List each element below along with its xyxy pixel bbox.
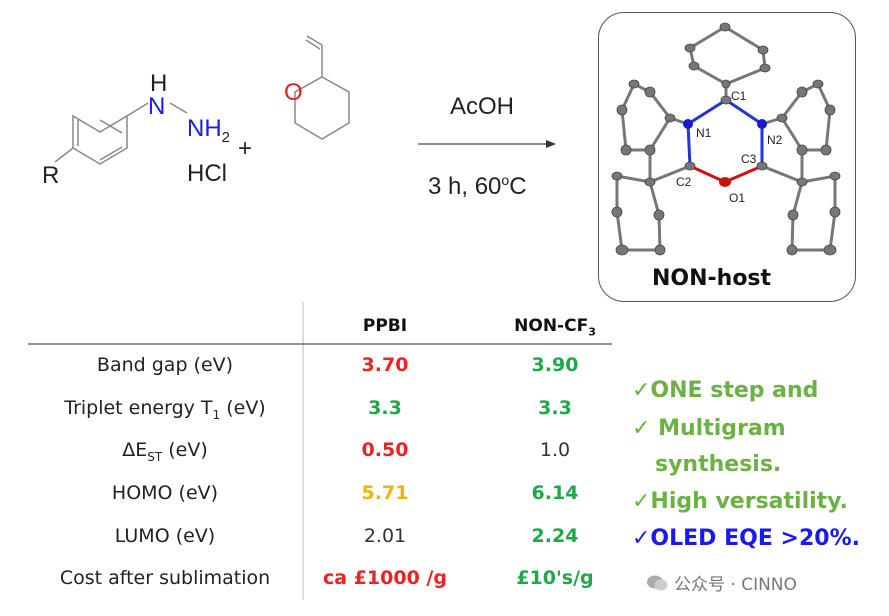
header-ppbi: PPBI — [362, 316, 408, 336]
checklist-item: ✓ONE step and — [632, 378, 819, 403]
cell-non-cf3: 3.90 — [531, 354, 579, 376]
row-label: LUMO (eV) — [30, 525, 300, 547]
nh2-n: NH — [187, 115, 222, 142]
row-label: Band gap (eV) — [30, 354, 300, 376]
hcl-label: HCl — [187, 160, 227, 187]
header-non-cf3-text: NON-CF — [514, 316, 589, 336]
atom-label-n2: N2 — [767, 133, 783, 147]
cell-ppbi: 2.01 — [363, 525, 407, 547]
atom-label-c3: C3 — [741, 152, 757, 166]
cell-non-cf3: 3.3 — [538, 397, 572, 419]
row-label-text: ΔE — [122, 439, 148, 461]
nitrogen-label: N — [148, 93, 166, 120]
conditions-text: 3 h, 60 — [428, 173, 502, 200]
header-non-cf3: NON-CF3 — [480, 316, 630, 338]
cell-non-cf3: 6.14 — [531, 482, 579, 504]
row-label-sub: ST — [147, 449, 163, 464]
nh2-subscript: 2 — [221, 128, 231, 146]
atom-label-c2: C2 — [676, 175, 692, 189]
structure-title: NON-host — [652, 266, 772, 291]
degree-sign: o — [501, 172, 510, 188]
conditions-unit: C — [509, 173, 527, 200]
cell-ppbi: 3.70 — [361, 354, 409, 376]
row-label-text: Cost after sublimation — [59, 567, 271, 589]
cell-ppbi: 3.3 — [368, 397, 402, 419]
conditions-reagent: AcOH — [450, 93, 515, 120]
reaction-arrow — [418, 140, 556, 148]
cell-ppbi: ca £1000 /g — [323, 567, 447, 589]
structure-panel — [598, 12, 856, 302]
cell-non-cf3: 2.24 — [531, 525, 579, 547]
row-label: Cost after sublimation — [30, 567, 300, 589]
wechat-icon — [647, 575, 668, 590]
benzene-ring — [54, 102, 188, 165]
hydrogen-label: H — [150, 70, 168, 97]
cyclohexane-ring — [294, 35, 350, 140]
conditions-time-temp: 3 h, 60oC — [428, 172, 527, 201]
oxygen-label: O — [284, 79, 303, 106]
row-label: HOMO (eV) — [30, 482, 300, 504]
row-label-text: Band gap (eV) — [96, 354, 234, 376]
row-label-tail: (eV) — [220, 397, 266, 419]
row-label-text: LUMO (eV) — [114, 525, 216, 547]
row-label-sub: 1 — [212, 407, 221, 422]
checklist-item: ✓High versatility. — [632, 489, 848, 514]
atom-label-n1: N1 — [696, 126, 712, 140]
watermark-text: 公众号 · CINNO — [674, 575, 797, 595]
row-label: ΔEST (eV) — [30, 439, 300, 464]
plus-sign: + — [238, 135, 253, 162]
row-label-tail: (eV) — [162, 439, 208, 461]
row-label-text: Triplet energy T — [64, 397, 213, 419]
nh2-label: NH2 — [187, 115, 230, 146]
row-label: Triplet energy T1 (eV) — [30, 397, 300, 422]
cell-non-cf3: £10's/g — [516, 567, 594, 589]
checklist-item: ✓OLED EQE >20%. — [632, 526, 860, 551]
cell-non-cf3: 1.0 — [539, 439, 571, 461]
cell-ppbi: 0.50 — [361, 439, 409, 461]
crystal-structure — [611, 22, 841, 256]
atom-label-c1: C1 — [731, 89, 747, 103]
atom-label-o1: O1 — [729, 191, 746, 205]
row-label-text: HOMO (eV) — [111, 482, 219, 504]
watermark: 公众号 · CINNO — [646, 570, 797, 595]
cell-ppbi: 5.71 — [361, 482, 409, 504]
r-group-label: R — [42, 162, 60, 189]
header-non-cf3-sub: 3 — [588, 325, 596, 339]
checklist-item: synthesis. — [655, 452, 782, 477]
checklist-item: ✓ Multigram — [632, 416, 786, 441]
